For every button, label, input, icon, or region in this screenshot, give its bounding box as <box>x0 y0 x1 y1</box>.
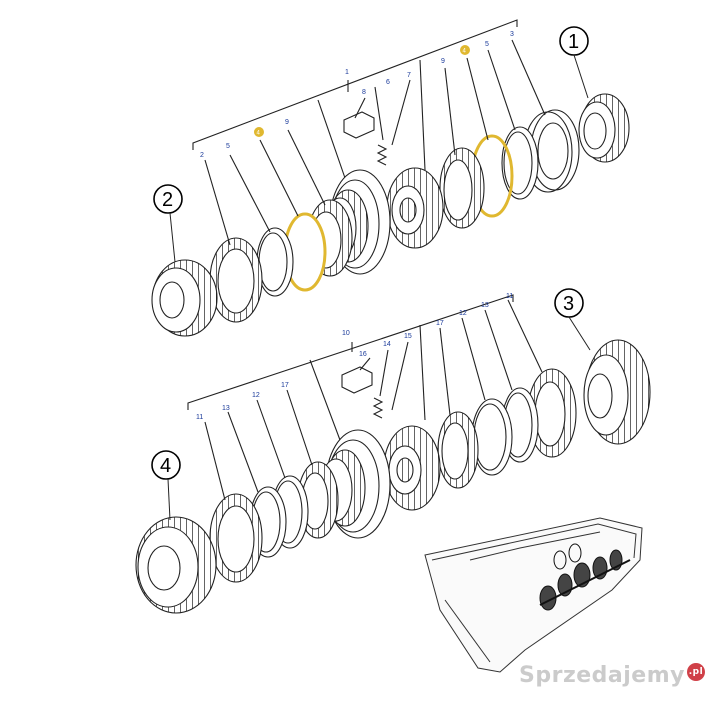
spring-part-6 <box>376 144 388 166</box>
hub-part-15 <box>383 425 441 511</box>
circled-label-1: 1 <box>559 26 589 56</box>
hub-part-7 <box>386 167 444 249</box>
spring-part-14 <box>372 397 384 419</box>
label-14: 14 <box>383 341 391 348</box>
svg-text:1: 1 <box>568 31 579 53</box>
circled-label-4: 4 <box>151 450 181 480</box>
label-11-right: 11 <box>506 293 513 300</box>
label-13-left: 13 <box>222 405 230 412</box>
label-13-right: 13 <box>481 302 489 309</box>
label-7: 7 <box>407 72 411 79</box>
label-6: 6 <box>386 79 390 86</box>
marker-4-left: 4 <box>254 127 264 137</box>
svg-text:2: 2 <box>162 189 173 211</box>
sync-ring-11-left <box>209 493 263 583</box>
gear-part-2 <box>151 259 218 337</box>
label-5-right: 5 <box>485 41 489 48</box>
label-3: 3 <box>510 31 514 38</box>
label-17-left: 17 <box>281 382 289 389</box>
leader-bracket-1 <box>192 19 518 150</box>
label-1: 1 <box>345 69 349 76</box>
label-12-left: 12 <box>252 392 260 399</box>
label-8: 8 <box>362 89 366 96</box>
key-block-part-16 <box>341 366 373 394</box>
label-15: 15 <box>404 333 412 340</box>
sync-ring-2 <box>209 237 263 323</box>
label-17-right: 17 <box>436 320 444 327</box>
label-9-right: 9 <box>441 58 445 65</box>
ring-part-5-right <box>501 126 539 200</box>
circled-label-2: 2 <box>153 184 183 214</box>
watermark: Sprzedajemy.pl <box>519 663 705 688</box>
leader-bracket-2 <box>187 294 514 410</box>
label-9-left: 9 <box>285 119 289 126</box>
assembly-2-labels: 10 11 11 12 12 13 13 14 15 16 17 17 3 4 <box>151 288 591 521</box>
assembly-2 <box>135 294 651 614</box>
label-2: 2 <box>200 152 204 159</box>
watermark-badge: .pl <box>687 663 705 681</box>
ring-part-9-right <box>439 147 485 229</box>
label-16: 16 <box>359 351 367 358</box>
gearbox-housing-inset <box>424 517 643 673</box>
svg-text:4: 4 <box>160 455 171 477</box>
svg-text:4: 4 <box>257 131 261 137</box>
svg-text:3: 3 <box>563 293 574 315</box>
circled-label-3: 3 <box>554 288 584 318</box>
ring-part-5-left <box>256 227 294 297</box>
label-12-right: 12 <box>459 310 467 317</box>
sync-ring-11-right <box>527 368 577 458</box>
label-11-left: 11 <box>196 414 203 421</box>
marker-4-right: 4 <box>460 45 470 55</box>
assembly-1 <box>151 19 630 337</box>
key-block-part-8 <box>343 111 375 139</box>
label-10: 10 <box>342 330 350 337</box>
svg-text:4: 4 <box>463 49 467 55</box>
ring-part-17-right <box>437 411 479 489</box>
gear-part-1 <box>578 93 630 163</box>
gear-part-4 <box>135 516 217 614</box>
gear-part-3 <box>583 339 651 445</box>
label-5-left: 5 <box>226 143 230 150</box>
assembly-1-labels: 1 2 3 5 5 6 7 8 9 9 4 4 1 2 <box>153 26 589 263</box>
